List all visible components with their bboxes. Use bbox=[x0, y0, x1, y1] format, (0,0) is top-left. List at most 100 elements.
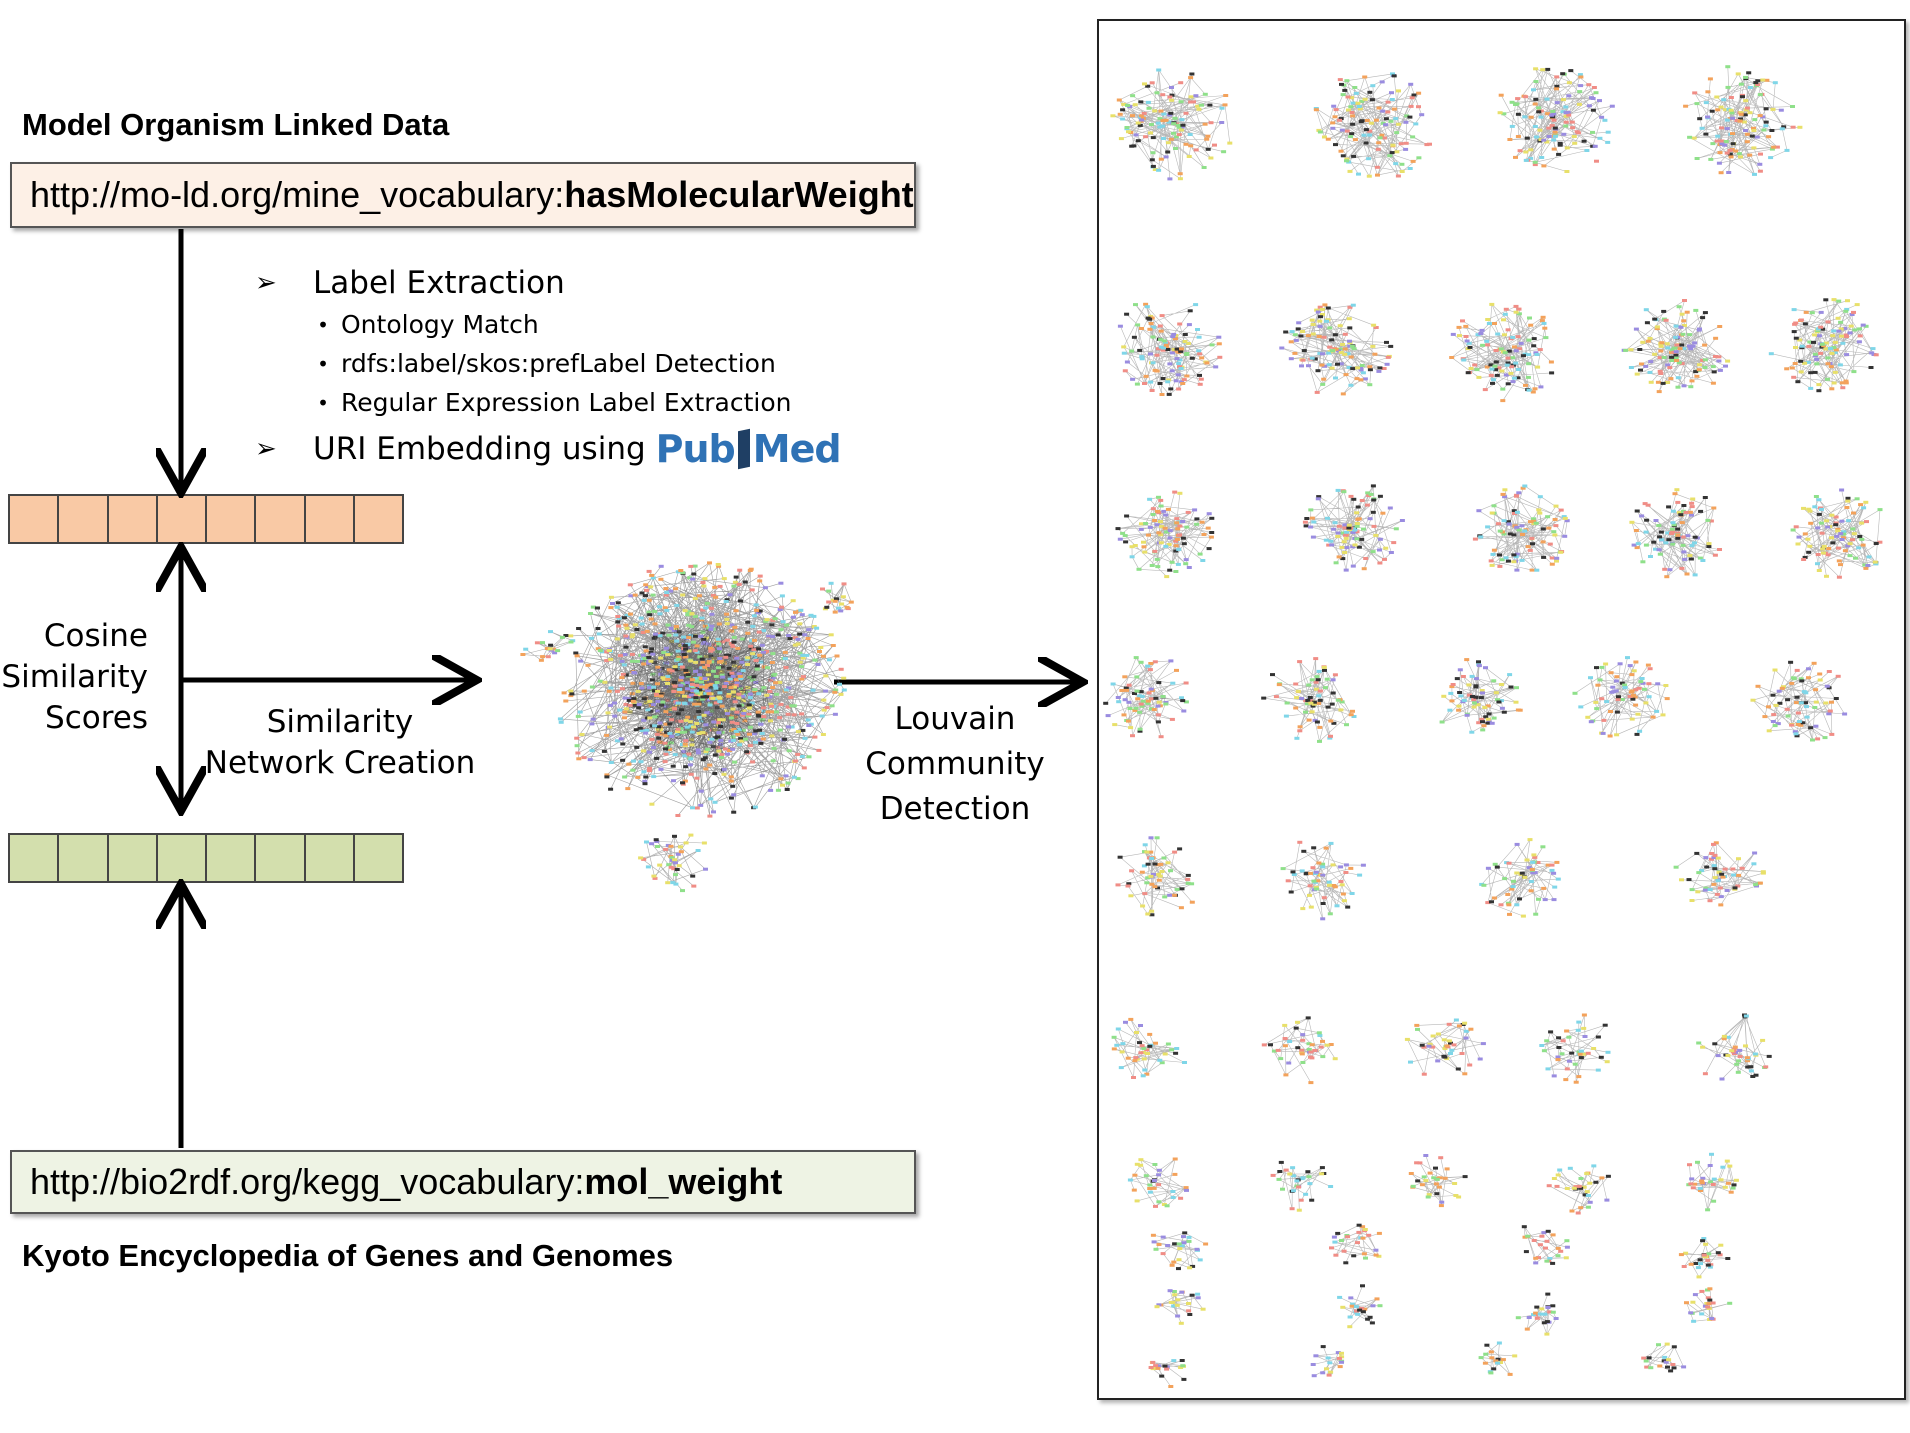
embedding-vector-top bbox=[8, 494, 404, 544]
network-cluster bbox=[1115, 836, 1195, 917]
vector-cell bbox=[109, 835, 158, 881]
network-cluster bbox=[1673, 841, 1766, 907]
uri-prefix-bottom: http://bio2rdf.org/kegg_vocabulary: bbox=[30, 1161, 585, 1202]
step-uri-embedding: ➢ URI Embedding using Pub Med bbox=[255, 424, 842, 474]
network-cluster bbox=[1117, 302, 1223, 396]
vector-cell bbox=[207, 835, 257, 881]
bullet-icon: • bbox=[317, 390, 329, 415]
network-cluster bbox=[1270, 1160, 1334, 1212]
network-cluster bbox=[1115, 490, 1215, 579]
network-cluster bbox=[520, 630, 576, 662]
network-cluster bbox=[1621, 299, 1731, 394]
network-cluster bbox=[1472, 484, 1570, 572]
network-cluster bbox=[1280, 840, 1366, 921]
network-cluster bbox=[1279, 303, 1394, 396]
vector-cell bbox=[306, 835, 355, 881]
pubmed-logo: Pub Med bbox=[655, 427, 842, 471]
network-cluster bbox=[1479, 838, 1561, 918]
network-cluster bbox=[1768, 298, 1879, 393]
sub-item-text: rdfs:label/skos:prefLabel Detection bbox=[341, 349, 776, 378]
step-label-extraction-text: Label Extraction bbox=[313, 265, 565, 301]
network-cluster bbox=[1329, 1223, 1382, 1265]
network-cluster bbox=[1337, 1284, 1383, 1329]
community-clusters-panel bbox=[1097, 19, 1906, 1400]
vector-cell bbox=[59, 496, 109, 542]
network-cluster bbox=[1539, 1013, 1611, 1084]
network-cluster bbox=[1110, 68, 1233, 181]
sub-item: • Regular Expression Label Extraction bbox=[305, 383, 841, 422]
label-line: Network Creation bbox=[204, 745, 476, 781]
label-line: Cosine bbox=[43, 618, 148, 654]
sub-item-text: Ontology Match bbox=[341, 310, 539, 339]
network-cluster bbox=[1127, 1157, 1189, 1208]
label-line: Similarity bbox=[1, 659, 148, 695]
vector-cell bbox=[306, 496, 355, 542]
network-cluster bbox=[1150, 1231, 1209, 1271]
network-cluster bbox=[1449, 302, 1555, 403]
network-cluster bbox=[1154, 1289, 1206, 1325]
network-cluster bbox=[1310, 1345, 1345, 1378]
similarity-network-graph bbox=[520, 561, 854, 893]
vector-cell bbox=[109, 496, 158, 542]
arrow-bullet-icon: ➢ bbox=[255, 434, 277, 464]
vector-cell bbox=[256, 496, 306, 542]
network-cluster bbox=[619, 616, 780, 761]
steps-list: ➢ Label Extraction • Ontology Match • rd… bbox=[255, 261, 842, 474]
network-cluster bbox=[1629, 488, 1722, 579]
label-line: Similarity bbox=[266, 704, 414, 740]
label-line: Louvain bbox=[894, 701, 1016, 737]
vector-cell bbox=[158, 835, 207, 881]
network-cluster bbox=[1261, 1016, 1338, 1085]
vector-cell bbox=[59, 835, 109, 881]
uri-box-top: http://mo-ld.org/mine_vocabulary:hasMole… bbox=[10, 162, 916, 228]
network-cluster bbox=[1478, 1341, 1518, 1376]
network-cluster bbox=[1313, 72, 1432, 178]
label-line: Scores bbox=[45, 700, 148, 736]
sub-item: • Ontology Match bbox=[305, 305, 841, 344]
vector-cell bbox=[10, 835, 60, 881]
uri-term-bottom: mol_weight bbox=[584, 1161, 783, 1202]
louvain-label: Louvain Community Detection bbox=[850, 697, 1060, 832]
uri-box-bottom: http://bio2rdf.org/kegg_vocabulary:mol_w… bbox=[10, 1150, 916, 1214]
network-cluster bbox=[638, 833, 708, 893]
network-cluster bbox=[1678, 1237, 1731, 1279]
network-cluster bbox=[820, 581, 854, 614]
network-cluster bbox=[1302, 484, 1405, 572]
network-cluster bbox=[1684, 1287, 1733, 1323]
bullet-icon: • bbox=[317, 312, 329, 337]
network-cluster bbox=[1696, 1013, 1772, 1081]
network-cluster bbox=[1546, 1164, 1611, 1215]
label-line: Detection bbox=[879, 791, 1031, 827]
network-cluster bbox=[1683, 65, 1803, 176]
pubmed-book-icon bbox=[737, 428, 750, 470]
label-line: Community bbox=[865, 746, 1045, 782]
network-cluster bbox=[1404, 1018, 1486, 1076]
sub-item: • rdfs:label/skos:prefLabel Detection bbox=[305, 344, 841, 383]
vector-cell bbox=[207, 496, 257, 542]
sub-item-text: Regular Expression Label Extraction bbox=[341, 388, 792, 417]
uri-term-top: hasMolecularWeight bbox=[564, 174, 914, 215]
similarity-network-label: Similarity Network Creation bbox=[200, 702, 480, 784]
vector-cell bbox=[10, 496, 60, 542]
arrow-bullet-icon: ➢ bbox=[255, 268, 277, 298]
network-cluster bbox=[1750, 660, 1848, 742]
bullet-icon: • bbox=[317, 351, 329, 376]
step-uri-embedding-text: URI Embedding using bbox=[313, 431, 646, 467]
network-cluster bbox=[1103, 656, 1189, 739]
network-cluster bbox=[1439, 658, 1523, 734]
vector-cell bbox=[158, 496, 207, 542]
pubmed-logo-right: Med bbox=[752, 427, 842, 471]
embedding-vector-bottom bbox=[8, 833, 404, 883]
network-cluster bbox=[1641, 1342, 1687, 1373]
network-cluster bbox=[1790, 488, 1883, 579]
network-cluster bbox=[1111, 1017, 1187, 1079]
pubmed-logo-left: Pub bbox=[655, 427, 736, 471]
uri-prefix-top: http://mo-ld.org/mine_vocabulary: bbox=[30, 174, 565, 215]
network-cluster bbox=[1572, 656, 1670, 738]
network-cluster bbox=[1515, 1292, 1559, 1336]
step-label-extraction: ➢ Label Extraction bbox=[255, 261, 841, 305]
network-cluster bbox=[1497, 67, 1615, 173]
vector-cell bbox=[256, 835, 306, 881]
network-cluster bbox=[1148, 1359, 1187, 1388]
